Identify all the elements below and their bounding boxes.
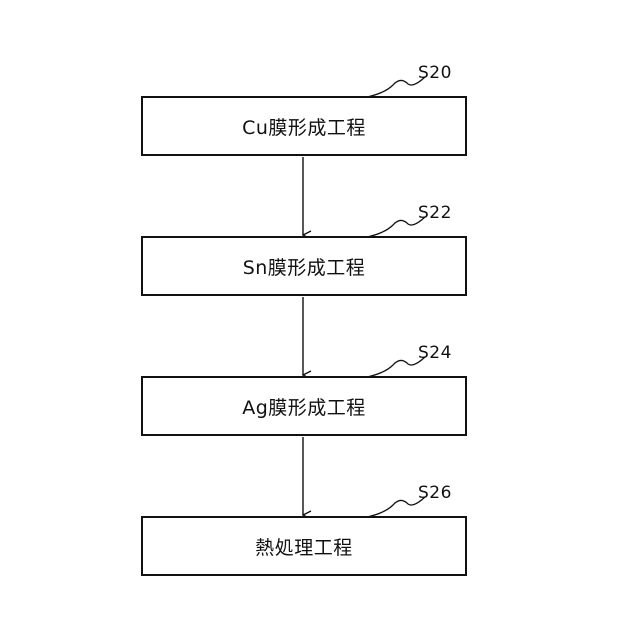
- step-ref-label-s20: S20: [418, 63, 452, 83]
- process-label-ag-film: Ag膜形成工程: [242, 393, 366, 420]
- leader-line-3: [367, 357, 425, 377]
- step-ref-label-s22: S22: [418, 203, 452, 223]
- leader-line-4: [367, 497, 425, 517]
- step-ref-label-s24: S24: [418, 343, 452, 363]
- leader-line-2: [367, 217, 425, 237]
- process-label-cu-film: Cu膜形成工程: [242, 113, 366, 140]
- process-box-ag-film: Ag膜形成工程: [141, 376, 467, 436]
- process-label-sn-film: Sn膜形成工程: [243, 253, 366, 280]
- process-box-sn-film: Sn膜形成工程: [141, 236, 467, 296]
- process-label-heat-treatment: 熱処理工程: [255, 533, 353, 560]
- leader-line-1: [367, 77, 425, 97]
- process-box-cu-film: Cu膜形成工程: [141, 96, 467, 156]
- process-box-heat-treatment: 熱処理工程: [141, 516, 467, 576]
- step-ref-label-s26: S26: [418, 483, 452, 503]
